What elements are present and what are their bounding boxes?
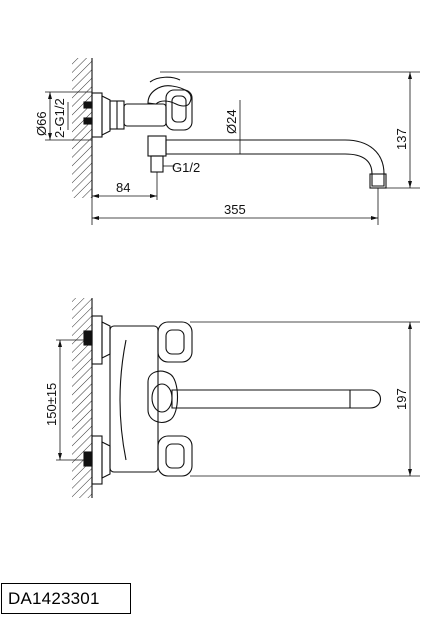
label-outlet-offset: 84 — [116, 180, 130, 195]
wall-hatch-front — [72, 298, 92, 498]
handle-cap — [165, 89, 193, 131]
label-flange-diameter: Ø66 — [34, 111, 49, 136]
bottom-inlet-flange — [91, 435, 103, 485]
top-handle — [157, 321, 193, 363]
bottom-handle — [157, 435, 193, 477]
spout-pipe — [165, 139, 385, 187]
flange-cap — [101, 95, 111, 136]
top-inlet-flange — [91, 315, 103, 365]
front-view-arrows — [58, 322, 412, 476]
outlet-stub — [147, 135, 167, 157]
side-view-arrows — [48, 72, 412, 220]
front-body — [109, 325, 159, 473]
model-code: DA1423301 — [8, 588, 100, 608]
handle — [147, 85, 192, 107]
wall-hatch-top — [72, 58, 92, 198]
label-body-height: 197 — [394, 388, 409, 410]
label-total-height: 137 — [394, 128, 409, 150]
label-outlet-thread: G1/2 — [172, 160, 200, 175]
flange — [91, 92, 103, 138]
label-spout-diameter: Ø24 — [224, 109, 239, 134]
side-view-dimensions — [45, 71, 420, 225]
label-inlet-thread: 2-G1/2 — [52, 98, 67, 138]
mixer-body — [123, 103, 167, 127]
label-total-reach: 355 — [224, 202, 246, 217]
label-center-distance: 150±15 — [44, 383, 59, 426]
side-view — [72, 58, 387, 198]
diverter — [147, 370, 179, 423]
front-view-dimensions — [56, 321, 420, 477]
model-code-box: DA1423301 — [1, 583, 131, 614]
front-view — [72, 298, 382, 498]
front-spout — [171, 389, 382, 409]
